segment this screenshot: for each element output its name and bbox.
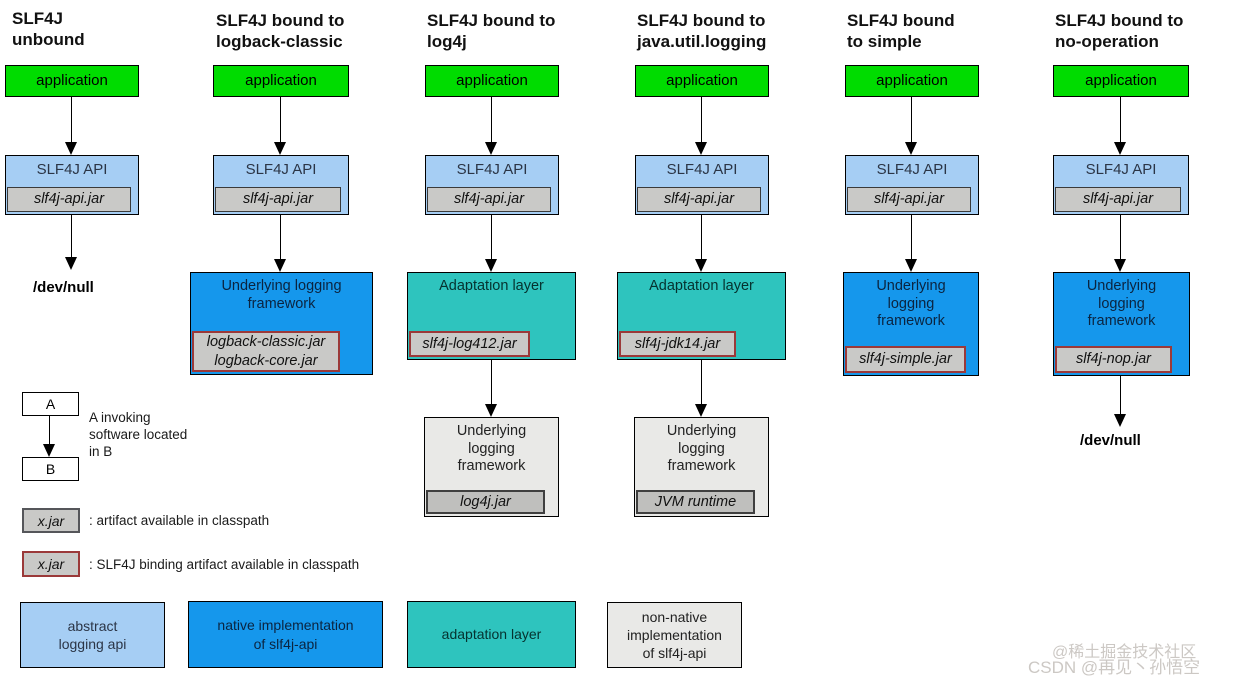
adaptation-layer-box: Adaptation layer slf4j-jdk14.jar [617,272,786,360]
legend-box-a: A [22,392,79,416]
column-title-simple: SLF4J bound to simple [847,11,955,52]
arrow-down-icon [1114,376,1127,427]
binding-jar-box: slf4j-simple.jar [845,346,966,373]
slf4j-api-label: SLF4J API [666,161,738,178]
application-label: application [456,72,528,89]
slf4j-api-jar-box: slf4j-api.jar [1055,187,1181,212]
arrow-down-icon [274,215,287,272]
underlying-framework-box: Underlying logging framework slf4j-nop.j… [1053,272,1190,376]
application-label: application [1085,72,1157,89]
underlying-framework-label: Underlying logging framework [221,278,342,312]
slf4j-api-label: SLF4J API [36,161,108,178]
legend-native-implementation: native implementation of slf4j-api [188,601,383,668]
binding-jar-box: slf4j-jdk14.jar [619,331,736,357]
arrow-down-icon [905,215,918,272]
binding-jar-box: slf4j-log412.jar [409,331,530,357]
arrow-down-icon [65,97,78,155]
slf4j-api-jar-box: slf4j-api.jar [7,187,131,212]
arrow-down-icon [65,215,78,270]
arrow-down-icon [485,215,498,272]
underlying-framework-label: Underlying logging framework [666,423,737,475]
legend-artifact-jar-box: x.jar [22,508,80,533]
application-box: application [635,65,769,97]
arrow-down-icon [485,360,498,417]
adaptation-layer-label: Adaptation layer [439,278,544,294]
arrow-down-icon [43,416,56,457]
arrow-down-icon [1114,215,1127,272]
adaptation-layer-label: Adaptation layer [649,278,754,294]
arrow-down-icon [274,97,287,155]
slf4j-api-label: SLF4J API [876,161,948,178]
slf4j-api-box: SLF4J API slf4j-api.jar [1053,155,1189,215]
slf4j-api-box: SLF4J API slf4j-api.jar [845,155,979,215]
legend-a-label: A [45,396,56,412]
application-label: application [876,72,948,89]
underlying-framework-box: Underlying logging framework log4j.jar [424,417,559,517]
arrow-down-icon [695,97,708,155]
slf4j-api-label: SLF4J API [1085,161,1157,178]
underlying-framework-box: Underlying logging framework JVM runtime [634,417,769,517]
legend-non-native-implementation: non-native implementation of slf4j-api [607,602,742,668]
slf4j-api-box: SLF4J API slf4j-api.jar [425,155,559,215]
adaptation-layer-box: Adaptation layer slf4j-log412.jar [407,272,576,360]
application-box: application [5,65,139,97]
slf4j-api-label: SLF4J API [245,161,317,178]
application-label: application [666,72,738,89]
application-box: application [213,65,349,97]
binding-jar-box: logback-classic.jar logback-core.jar [192,331,340,372]
slf4j-api-box: SLF4J API slf4j-api.jar [5,155,139,215]
watermark-csdn: CSDN @再见丶孙悟空 [1028,658,1201,677]
underlying-framework-label: Underlying logging framework [876,278,946,330]
arrow-down-icon [485,97,498,155]
slf4j-api-jar-box: slf4j-api.jar [215,187,341,212]
jar-box: JVM runtime [636,490,755,514]
underlying-framework-box: Underlying logging framework logback-cla… [190,272,373,375]
dev-null-label: /dev/null [1080,432,1141,449]
column-title-unbound: SLF4J unbound [12,9,85,50]
column-title-logback: SLF4J bound to logback-classic [216,11,345,52]
slf4j-api-box: SLF4J API slf4j-api.jar [213,155,349,215]
underlying-framework-label: Underlying logging framework [456,423,527,475]
dev-null-label: /dev/null [33,279,94,296]
underlying-framework-label: Underlying logging framework [1086,278,1157,330]
application-box: application [1053,65,1189,97]
legend-box-b: B [22,457,79,481]
arrow-down-icon [905,97,918,155]
slf4j-api-jar-box: slf4j-api.jar [847,187,971,212]
column-title-jul: SLF4J bound to java.util.logging [637,11,767,52]
application-box: application [425,65,559,97]
legend-artifact-text: : artifact available in classpath [89,513,270,528]
slf4j-api-box: SLF4J API slf4j-api.jar [635,155,769,215]
legend-adaptation-layer: adaptation layer [407,601,576,668]
application-label: application [36,72,108,89]
slf4j-api-jar-box: slf4j-api.jar [427,187,551,212]
legend-invoking-text: A invoking software located in B [89,410,188,459]
application-label: application [245,72,317,89]
arrow-down-icon [695,215,708,272]
legend-binding-text: : SLF4J binding artifact available in cl… [89,557,360,572]
arrow-down-icon [1114,97,1127,155]
jar-box: log4j.jar [426,490,545,514]
slf4j-api-jar-box: slf4j-api.jar [637,187,761,212]
legend-abstract-logging-api: abstract logging api [20,602,165,668]
column-title-log4j: SLF4J bound to log4j [427,11,556,52]
application-box: application [845,65,979,97]
column-title-nop: SLF4J bound to no-operation [1055,11,1184,52]
legend-binding-jar-box: x.jar [22,551,80,577]
legend-b-label: B [45,461,56,477]
slf4j-api-label: SLF4J API [456,161,528,178]
arrow-down-icon [695,360,708,417]
binding-jar-box: slf4j-nop.jar [1055,346,1172,373]
underlying-framework-box: Underlying logging framework slf4j-simpl… [843,272,979,376]
watermark-juejin: @稀土掘金技术社区 [1052,644,1197,661]
